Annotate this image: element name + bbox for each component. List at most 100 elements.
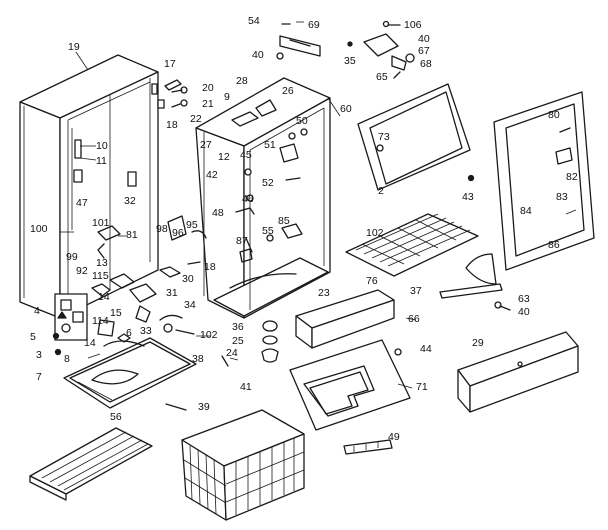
callout-44: 44 xyxy=(420,343,432,355)
callout-42: 42 xyxy=(206,169,218,181)
callout-19: 19 xyxy=(68,41,80,53)
callout-67: 67 xyxy=(418,45,430,57)
drain-pan xyxy=(63,337,197,409)
bracket-49 xyxy=(343,439,393,455)
callout-11: 11 xyxy=(96,155,107,167)
callout-28: 28 xyxy=(236,75,248,87)
evaporator-panel xyxy=(289,339,411,431)
callout-5: 5 xyxy=(30,331,36,343)
callout-40: 40 xyxy=(252,49,264,61)
callout-8: 8 xyxy=(64,353,70,365)
top-hinge-parts xyxy=(276,20,415,79)
callout-48: 48 xyxy=(212,207,224,219)
callout-32: 32 xyxy=(124,195,136,207)
callout-33: 33 xyxy=(140,325,152,337)
callout-56: 56 xyxy=(110,411,122,423)
callout-labels: 19 17 20 21 22 18 28 9 26 54 69 40 35 65… xyxy=(30,15,578,443)
callout-23: 23 xyxy=(318,287,330,299)
machine-compartment xyxy=(52,266,195,356)
callout-9: 9 xyxy=(224,91,230,103)
callout-96: 96 xyxy=(172,227,184,239)
callout-101: 101 xyxy=(92,217,110,229)
callout-29: 29 xyxy=(472,337,484,349)
callout-12: 12 xyxy=(218,151,230,163)
callout-50: 50 xyxy=(296,115,308,127)
callout-17: 17 xyxy=(164,58,176,70)
callout-82: 82 xyxy=(566,171,578,183)
callout-24: 24 xyxy=(226,347,238,359)
callout-86: 86 xyxy=(548,239,560,251)
callout-98: 98 xyxy=(156,223,168,235)
wire-shelf-upper xyxy=(345,213,479,277)
callout-37: 37 xyxy=(410,285,422,297)
callout-18: 18 xyxy=(204,261,216,273)
knob-stack xyxy=(165,320,279,411)
callout-34: 34 xyxy=(184,299,196,311)
callout-46: 46 xyxy=(242,193,254,205)
callout-22: 22 xyxy=(190,113,202,125)
handle-66 xyxy=(295,289,395,349)
callout-7: 7 xyxy=(36,371,42,383)
callout-14: 14 xyxy=(84,337,96,349)
callout-54: 54 xyxy=(248,15,260,27)
wire-basket xyxy=(181,409,305,521)
callout-102: 102 xyxy=(366,227,384,239)
callout-21: 21 xyxy=(202,98,214,110)
callout-2: 2 xyxy=(378,185,384,197)
callout-95: 95 xyxy=(186,219,198,231)
leader-lines xyxy=(60,21,577,389)
shelf-56 xyxy=(29,427,153,501)
fan-assembly xyxy=(439,253,511,311)
callout-4: 4 xyxy=(34,305,40,317)
callout-80: 80 xyxy=(548,109,560,121)
callout-30: 30 xyxy=(182,273,194,285)
callout-73: 73 xyxy=(378,131,390,143)
callout-83: 83 xyxy=(556,191,568,203)
callout-40: 40 xyxy=(418,33,430,45)
inner-liner xyxy=(195,77,331,319)
callout-35: 35 xyxy=(344,55,356,67)
callout-15: 15 xyxy=(110,307,122,319)
callout-69: 69 xyxy=(308,19,320,31)
callout-18: 18 xyxy=(166,119,178,131)
callout-114: 114 xyxy=(92,315,109,327)
callout-92: 92 xyxy=(76,265,88,277)
callout-71: 71 xyxy=(416,381,428,393)
callout-31: 31 xyxy=(166,287,178,299)
callout-68: 68 xyxy=(420,58,432,70)
callout-43: 43 xyxy=(462,191,474,203)
callout-49: 49 xyxy=(388,431,400,443)
callout-40: 40 xyxy=(518,306,530,318)
callout-27: 27 xyxy=(200,139,212,151)
wire-basket-mesh xyxy=(183,438,305,515)
callout-41: 41 xyxy=(240,381,252,393)
callout-76: 76 xyxy=(366,275,378,287)
liner-hardware xyxy=(167,99,308,265)
shelf-56-lines xyxy=(41,431,149,491)
callout-25: 25 xyxy=(232,335,244,347)
callout-102: 102 xyxy=(200,329,218,341)
callout-13: 13 xyxy=(96,257,108,269)
callout-6: 6 xyxy=(126,327,132,339)
callout-38: 38 xyxy=(192,353,204,365)
callout-47: 47 xyxy=(76,197,88,209)
callout-99: 99 xyxy=(66,251,78,263)
wire-shelf-upper-rods xyxy=(355,213,471,267)
callout-87: 87 xyxy=(236,235,248,247)
callout-39: 39 xyxy=(198,401,210,413)
handle-29 xyxy=(457,331,579,413)
cabinet-hardware xyxy=(73,79,188,259)
callout-63: 63 xyxy=(518,293,530,305)
callout-81: 81 xyxy=(126,229,138,241)
callout-60: 60 xyxy=(340,103,352,115)
callout-20: 20 xyxy=(202,82,214,94)
callout-36: 36 xyxy=(232,321,244,333)
callout-3: 3 xyxy=(36,349,42,361)
cabinet-outer-shell xyxy=(19,54,159,319)
callout-84: 84 xyxy=(520,205,532,217)
callout-10: 10 xyxy=(96,140,108,152)
callout-100: 100 xyxy=(30,223,48,235)
callout-66: 66 xyxy=(408,313,420,325)
callout-115: 115 xyxy=(92,270,109,282)
